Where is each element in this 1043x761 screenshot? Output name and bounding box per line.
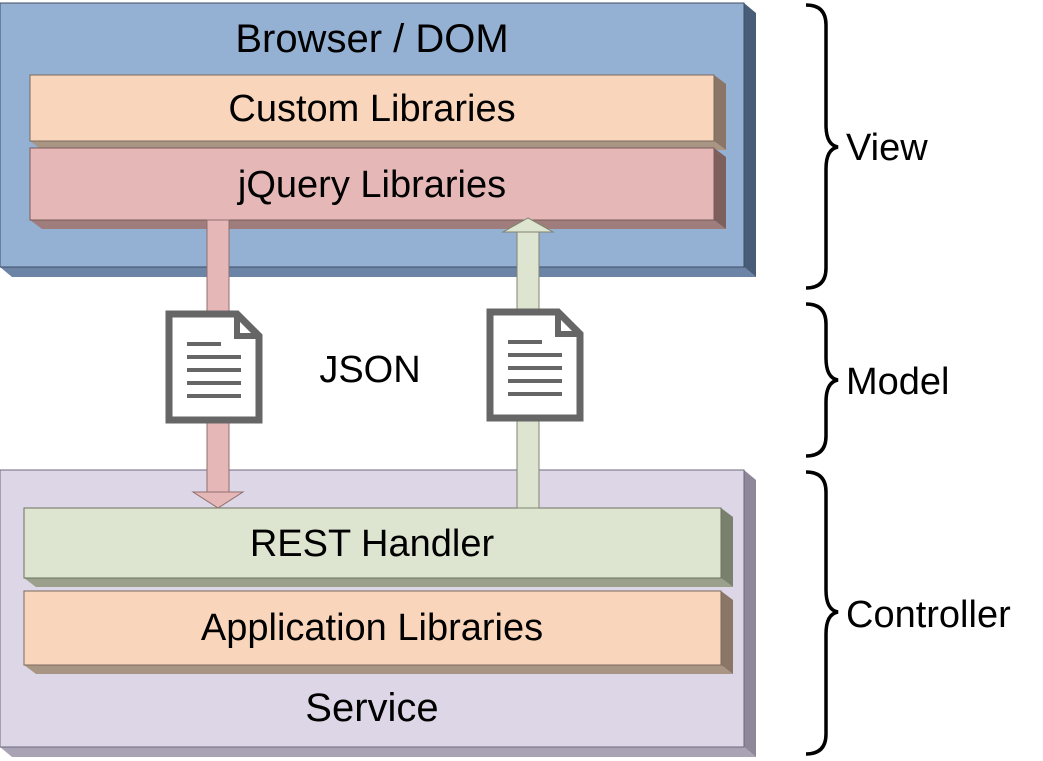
model-brace	[805, 302, 839, 458]
rest-layer-face	[23, 507, 722, 579]
browser-container-bottom	[0, 267, 756, 277]
service-container-bottom	[0, 747, 756, 757]
service-container-side	[744, 470, 756, 757]
view-label: View	[846, 127, 928, 169]
response-arrow-head	[501, 217, 555, 233]
jquery-libraries-label: jQuery Libraries	[237, 164, 506, 206]
custom-libraries-label: Custom Libraries	[228, 88, 515, 130]
jquery-layer-face	[29, 147, 715, 221]
document-icon	[486, 308, 584, 422]
controller-label: Controller	[846, 594, 1011, 636]
application-layer-side	[721, 591, 733, 674]
view-brace	[805, 3, 839, 290]
custom-layer-side	[714, 75, 726, 150]
jquery-libraries-layer: jQuery Libraries	[29, 147, 726, 229]
document-icon	[165, 310, 263, 424]
jquery-layer-bottom	[30, 220, 726, 229]
rest-layer-bottom	[24, 578, 733, 587]
request-arrow-head	[191, 491, 245, 509]
application-layer-face	[23, 590, 722, 666]
rest-layer-side	[721, 508, 733, 587]
custom-layer-face	[29, 74, 715, 142]
service-title: Service	[305, 686, 438, 730]
jquery-layer-side	[714, 148, 726, 229]
application-layer-bottom	[24, 665, 733, 674]
json-label: JSON	[319, 349, 420, 391]
application-libraries-layer: Application Libraries	[23, 590, 733, 674]
model-label: Model	[846, 361, 950, 403]
rest-handler-layer: REST Handler	[23, 507, 733, 587]
browser-title: Browser / DOM	[235, 17, 508, 61]
browser-container-side	[744, 3, 756, 277]
rest-handler-label: REST Handler	[250, 523, 495, 565]
custom-libraries-layer: Custom Libraries	[29, 74, 726, 150]
application-libraries-label: Application Libraries	[201, 607, 543, 649]
controller-brace	[805, 470, 839, 756]
